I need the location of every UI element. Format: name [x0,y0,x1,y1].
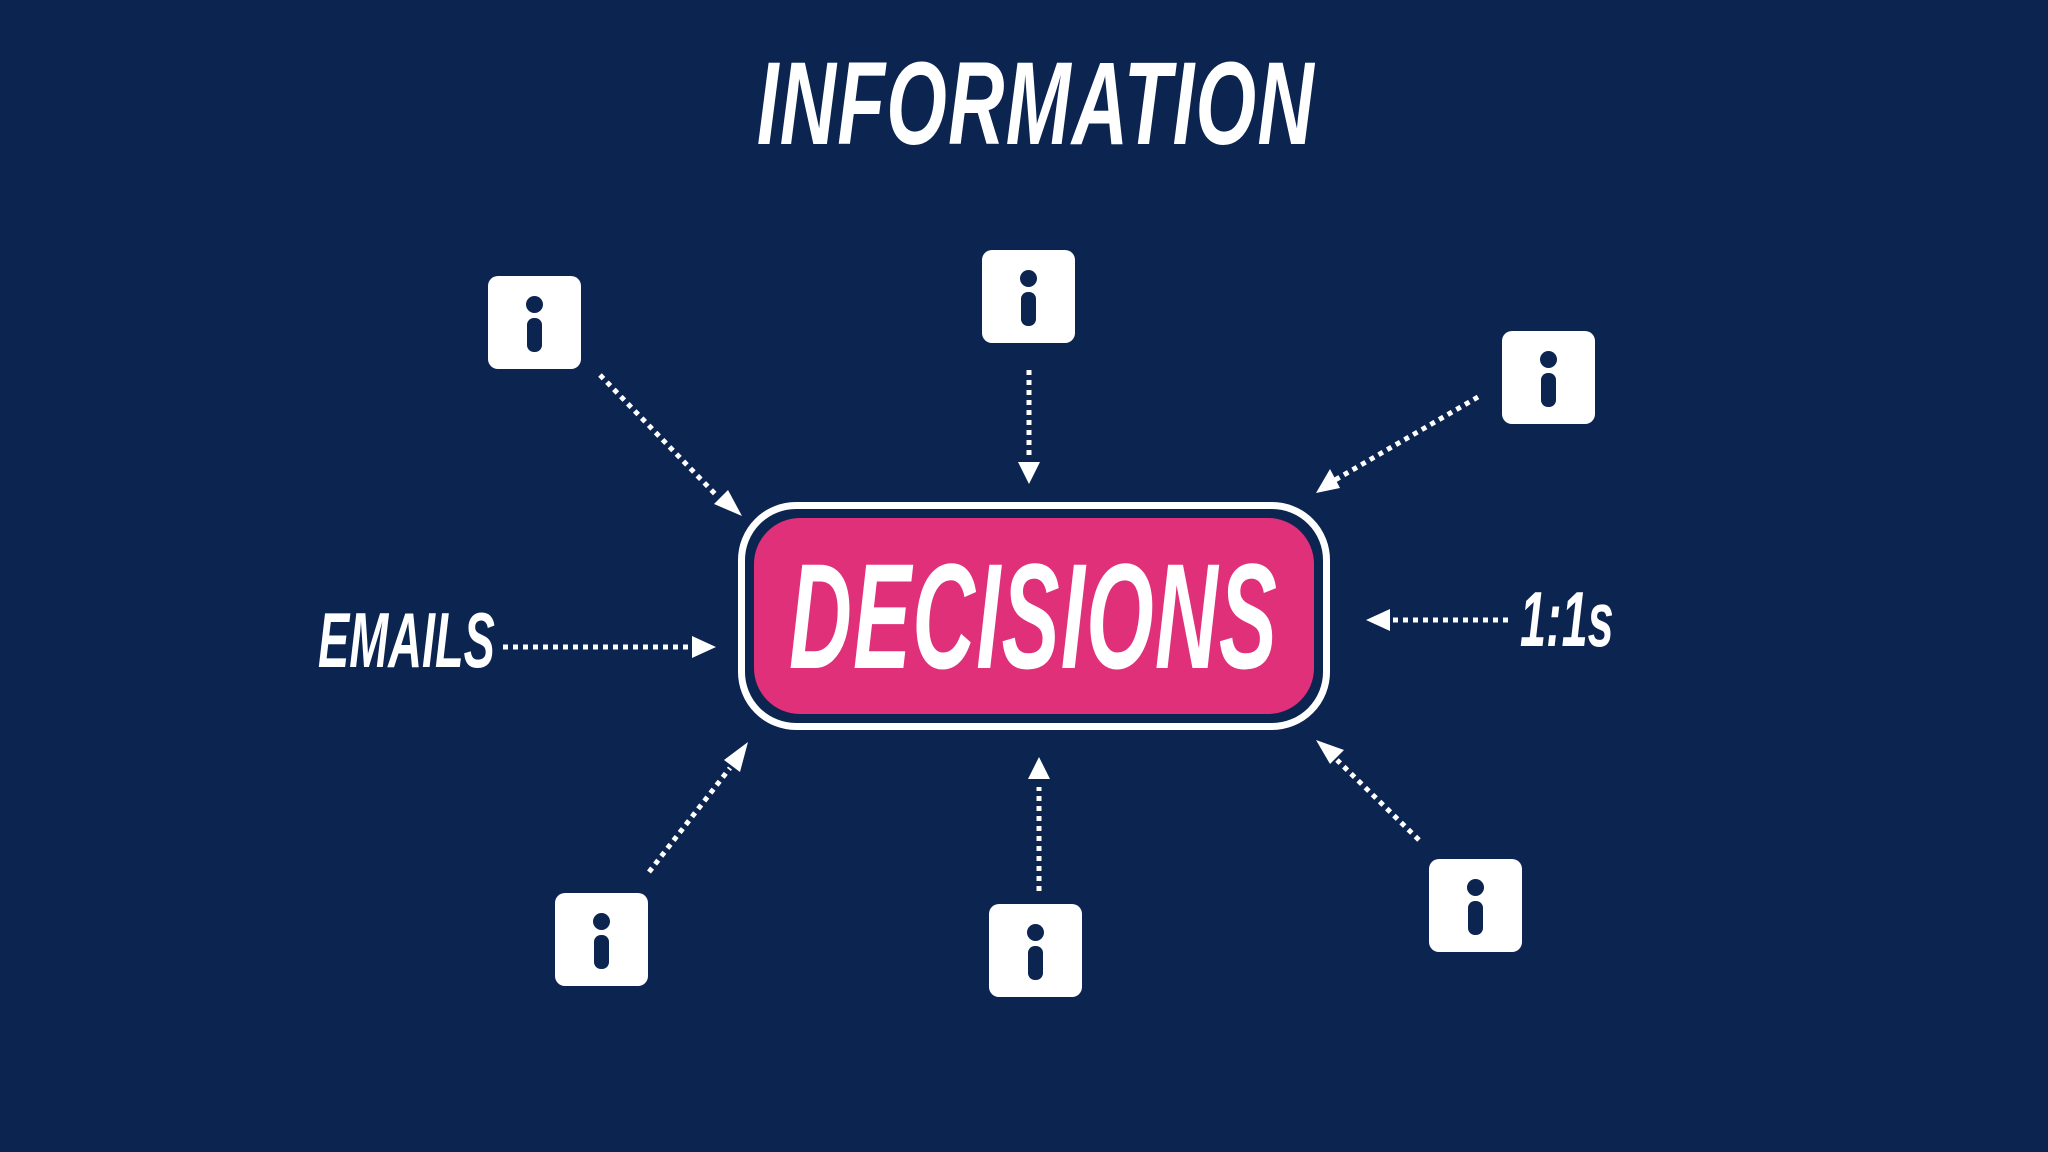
arrowhead-top-right [1316,469,1340,493]
info-icon-stem [1021,292,1036,326]
info-icon-dot [1020,270,1037,287]
info-icon-stem [527,318,542,352]
decisions-label: DECISIONS [789,532,1279,700]
arrowhead-bottom [1028,757,1050,779]
info-icon [989,904,1082,997]
info-icon-dot [1467,879,1484,896]
info-icon [1429,859,1522,952]
emails-label: EMAILS [318,596,495,684]
diagram-title: INFORMATION [756,38,1316,170]
decisions-node: DECISIONS [738,502,1330,730]
decisions-node-fill: DECISIONS [754,518,1314,714]
info-icon [555,893,648,986]
info-icon [982,250,1075,343]
arrow-top-right [1333,394,1480,483]
info-icon-dot [526,296,543,313]
info-icon [1502,331,1595,424]
arrow-bottom-left [647,766,732,874]
arrowhead-right [1366,609,1390,631]
arrowhead-left [692,636,716,658]
arrowhead-bottom-right [1316,740,1344,764]
info-icon-dot [1027,924,1044,941]
arrow-top-left [598,373,720,499]
info-icon-dot [593,913,610,930]
arrowhead-top [1018,462,1040,484]
info-icon-dot [1540,351,1557,368]
info-icon-stem [1468,901,1483,935]
info-icon-stem [1028,946,1043,980]
info-icon-stem [1541,373,1556,407]
arrowhead-bottom-left [724,742,748,772]
info-icon [488,276,581,369]
one-on-ones-label: 1:1s [1520,575,1614,663]
arrowhead-top-left [714,490,742,516]
arrow-bottom-right [1335,758,1421,842]
info-icon-stem [594,935,609,969]
